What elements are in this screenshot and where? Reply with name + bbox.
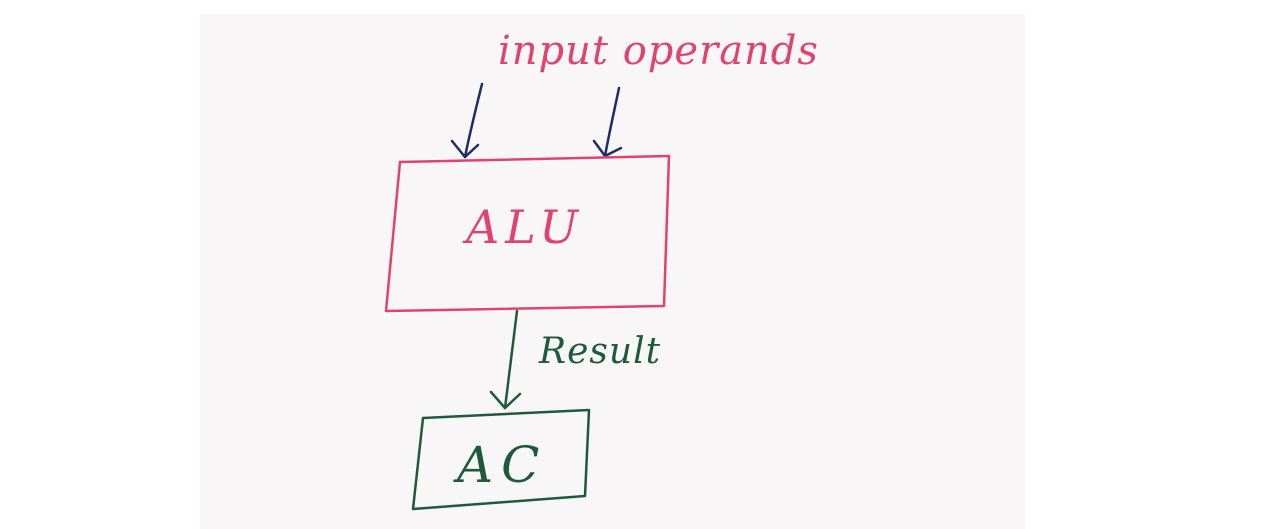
ac-box: [411, 408, 591, 511]
left-input-arrow: [450, 82, 484, 159]
result-arrow: [489, 309, 522, 410]
whiteboard-background: [200, 14, 1025, 529]
alu-box: [384, 154, 671, 313]
alu-label: ALU: [462, 200, 584, 254]
input-operands-label: input operands: [498, 28, 819, 74]
ac-label: AC: [453, 436, 547, 494]
right-input-arrow: [592, 86, 623, 158]
result-label: Result: [538, 331, 661, 372]
